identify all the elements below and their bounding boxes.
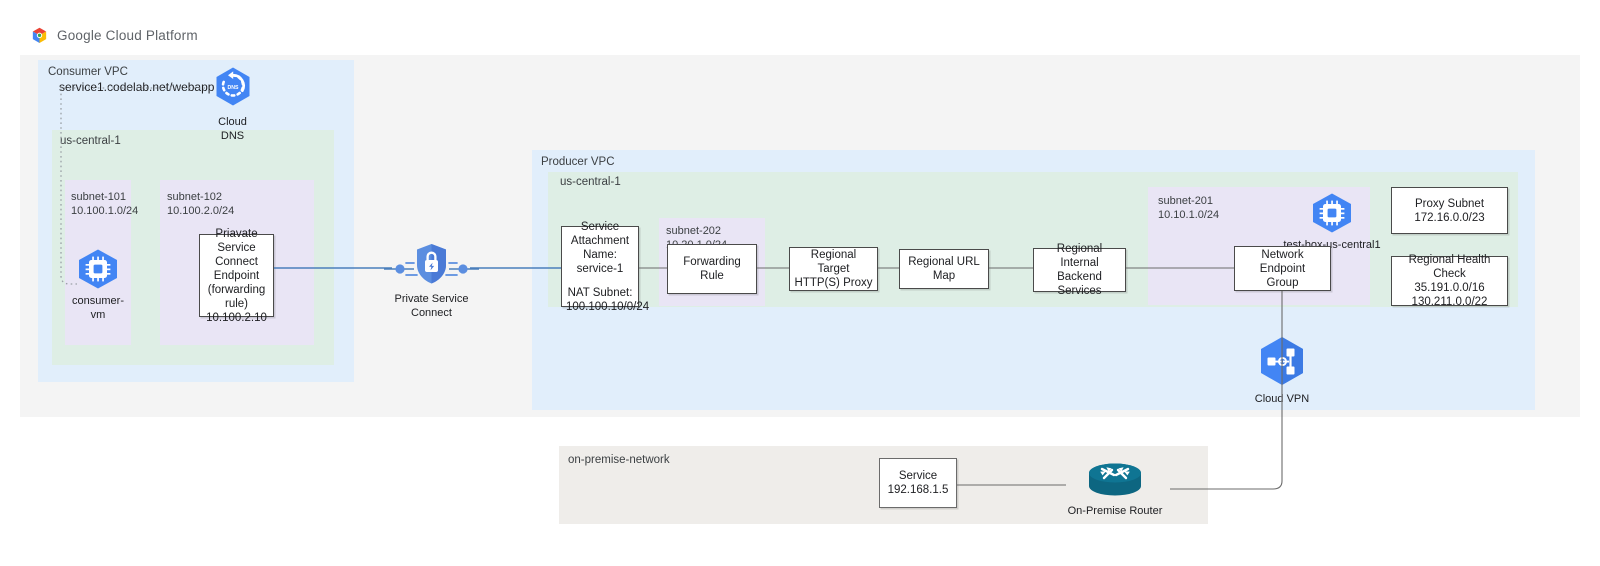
target-proxy-box[interactable]: Regional Target HTTP(S) Proxy (789, 247, 878, 291)
service-attachment-line4: NAT Subnet: (567, 286, 633, 299)
consumer-region-label: us-central-1 (60, 135, 121, 147)
health-check-line1: Regional Health Check (1408, 254, 1491, 280)
compute-engine-vm-icon (79, 249, 117, 289)
svg-text:DNS: DNS (227, 85, 238, 91)
cloud-dns-label: Cloud DNS (218, 116, 247, 142)
cloud-dns-node[interactable]: DNS Cloud DNS (205, 66, 260, 143)
subnet-102-label: subnet-102 10.100.2.0/24 (167, 190, 234, 218)
gcp-header: Google Cloud Platform (30, 26, 198, 45)
url-map-label: Regional URL Map (908, 256, 980, 282)
service-attachment-line5: 100.100.10/0/24 (566, 300, 650, 313)
cloud-vpn-label: Cloud VPN (1254, 393, 1310, 405)
producer-region-label: us-central-1 (560, 176, 621, 188)
backend-services-line1: Regional Internal (1056, 243, 1103, 269)
on-premise-network-label: on-premise-network (568, 454, 670, 466)
on-premise-service-line2: 192.168.1.5 (887, 484, 949, 496)
gcp-header-title: Google Cloud Platform (57, 28, 198, 43)
cloud-vpn-node[interactable]: Cloud VPN (1253, 335, 1311, 406)
neg-line2: Group (1266, 276, 1299, 289)
health-check-box[interactable]: Regional Health Check 35.191.0.0/16 130.… (1391, 254, 1508, 308)
subnet-201-name: subnet-201 (1158, 195, 1214, 207)
subnet-102-name: subnet-102 (167, 191, 223, 203)
service-attachment-line2: Attachment (570, 234, 630, 247)
proxy-subnet-box[interactable]: Proxy Subnet 172.16.0.0/23 (1391, 187, 1508, 234)
subnet-201-label: subnet-201 10.10.1.0/24 (1158, 194, 1219, 222)
on-premise-router-label: On-Premise Router (1067, 505, 1163, 517)
health-check-line3: 130.211.0.0/22 (1411, 296, 1488, 308)
subnet-101-name: subnet-101 (71, 191, 127, 203)
psc-endpoint-line4: 10.100.2.10 (206, 311, 267, 324)
cloud-vpn-icon (1261, 337, 1303, 385)
subnet-101-cidr: 10.100.1.0/24 (71, 205, 139, 217)
service-attachment-box[interactable]: Service Attachment Name: service-1 NAT S… (561, 221, 649, 313)
private-service-connect-icon (384, 244, 479, 284)
proxy-subnet-line1: Proxy Subnet (1414, 197, 1485, 210)
subnet-102-cidr: 10.100.2.0/24 (167, 205, 235, 217)
producer-vpc-label: Producer VPC (541, 156, 615, 168)
test-box-vm-node[interactable]: test-box-us-central1 (1277, 192, 1387, 252)
target-proxy-line1: Regional Target (810, 249, 857, 275)
psc-endpoint-line1: Priavate Service (215, 227, 258, 254)
private-service-connect-label: Private Service Connect (394, 293, 469, 319)
private-service-connect-node[interactable]: Private Service Connect (384, 238, 479, 320)
forwarding-rule-box[interactable]: Forwarding Rule (667, 244, 757, 294)
health-check-line2: 35.191.0.0/16 (1414, 282, 1485, 294)
subnet-201-cidr: 10.10.1.0/24 (1158, 209, 1220, 221)
psc-endpoint-line2: Connect Endpoint (213, 255, 260, 282)
compute-engine-vm-icon (1313, 193, 1351, 233)
neg-line1: Network Endpoint (1259, 248, 1306, 275)
backend-services-line2: Backend Services (1057, 271, 1102, 297)
dns-record-label: service1.codelab.net/webapp (59, 80, 215, 94)
on-premise-router-node[interactable]: On-Premise Router (1060, 462, 1170, 518)
cloud-dns-icon: DNS (216, 67, 249, 106)
psc-endpoint-line3: (forwarding rule) (207, 283, 266, 310)
on-premise-service-line1: Service (898, 470, 938, 482)
backend-services-box[interactable]: Regional Internal Backend Services (1033, 243, 1126, 297)
service-attachment-line1: Service (580, 220, 620, 233)
consumer-vm-node[interactable]: consumer-vm (72, 248, 124, 322)
subnet-101-label: subnet-101 10.100.1.0/24 (71, 190, 138, 218)
network-endpoint-group-box[interactable]: Network Endpoint Group (1234, 246, 1331, 291)
subnet-202-name: subnet-202 (666, 225, 722, 237)
consumer-vpc-label: Consumer VPC (48, 66, 128, 78)
consumer-vm-label: consumer-vm (72, 295, 124, 321)
service-attachment-line3: Name: service-1 (576, 248, 624, 275)
on-premise-service-box[interactable]: Service 192.168.1.5 (879, 458, 957, 508)
proxy-subnet-line2: 172.16.0.0/23 (1414, 211, 1485, 224)
psc-endpoint-box[interactable]: Priavate Service Connect Endpoint (forwa… (199, 228, 274, 324)
target-proxy-line2: HTTP(S) Proxy (794, 277, 873, 289)
forwarding-rule-label: Forwarding Rule (683, 256, 741, 282)
url-map-box[interactable]: Regional URL Map (899, 249, 989, 289)
router-icon (1089, 463, 1141, 496)
google-cloud-platform-logo (32, 27, 47, 43)
